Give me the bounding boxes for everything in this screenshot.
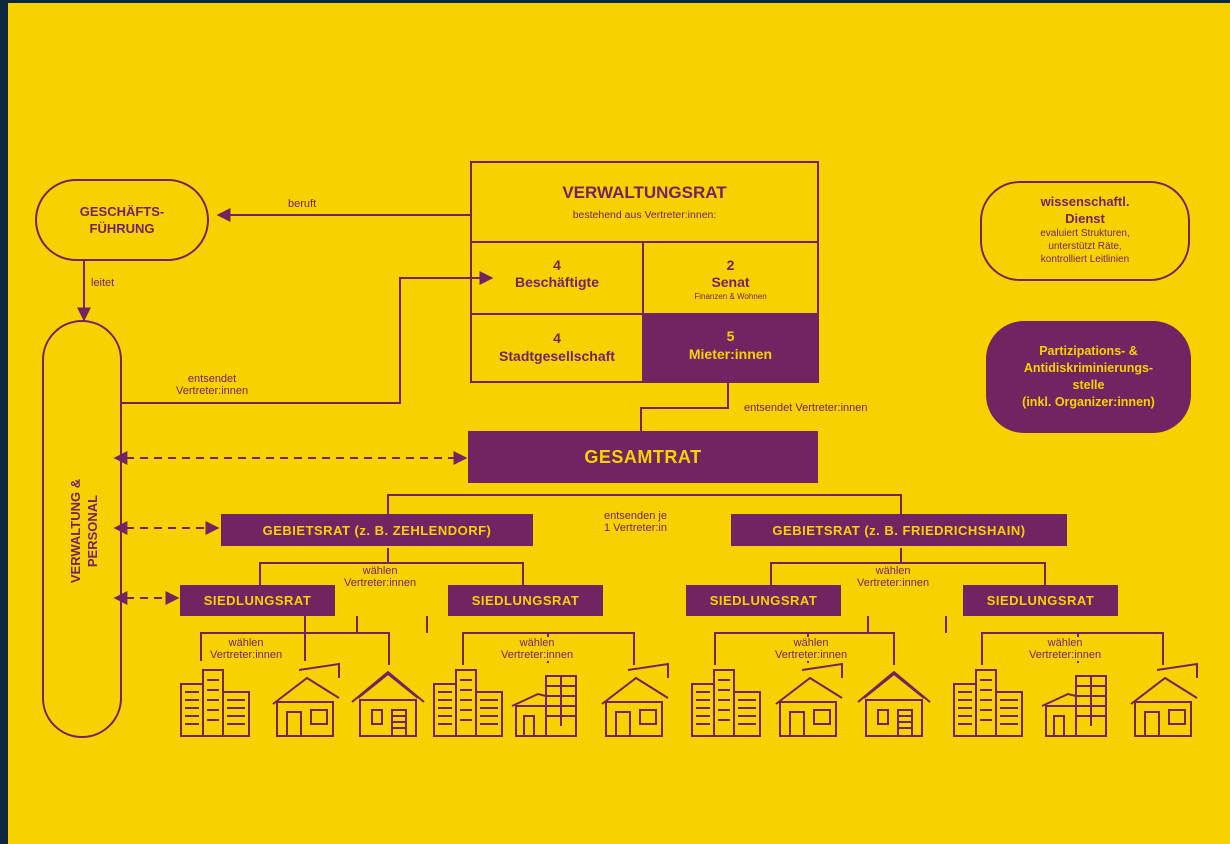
label-waehlen-gebiet-1-l2: Vertreter:innen: [344, 577, 417, 589]
label-leitet: leitet: [91, 277, 115, 289]
office-building-icon: [180, 669, 250, 737]
label-waehlen-siedlung-1-l1: wählen: [228, 637, 264, 649]
cell-mieter-label: Mieter:innen: [688, 346, 773, 362]
label-waehlen-siedlung-2-l2: Vertreter:innen: [501, 649, 574, 661]
cell-beschaeftigte-label: Beschäftigte: [514, 274, 600, 290]
label-waehlen-gebiet-1-l1: wählen: [362, 565, 398, 577]
apartment-block-icon: [511, 675, 577, 737]
label-entsenden-l1: entsenden je: [604, 510, 667, 522]
wissenschaft-title2: Dienst: [1065, 211, 1105, 226]
gebietsrat-friedrichshain: GEBIETSRAT (z. B. FRIEDRICHSHAIN): [731, 514, 1067, 546]
label-waehlen-gebiet-2-l2: Vertreter:innen: [857, 577, 930, 589]
cell-senat-label: Senat: [711, 274, 750, 290]
label-waehlen-gebiet-2: wählen Vertreter:innen: [857, 565, 930, 589]
cell-senat-sub: Finanzen & Wohnen: [694, 292, 767, 301]
cell-stadtgesellschaft-count: 4: [553, 330, 561, 346]
label-waehlen-gebiet-1: wählen Vertreter:innen: [344, 565, 417, 589]
line-mieter-gesamtrat: [640, 383, 729, 431]
house-icon: [775, 662, 843, 737]
label-waehlen-siedlung-3: wählen Vertreter:innen: [775, 637, 848, 661]
wissenschaft-title1: wissenschaftl.: [1040, 194, 1130, 209]
label-entsenden: entsenden je 1 Vertreter:in: [604, 510, 667, 534]
geschaeftsfuehrung-line2: FÜHRUNG: [89, 221, 155, 236]
arrow-entsendet: [122, 271, 494, 404]
verwaltungsrat-subtitle: bestehend aus Vertreter:innen:: [572, 209, 717, 221]
cell-beschaeftigte: 4 Beschäftigte: [472, 241, 644, 313]
house-icon: [601, 662, 669, 737]
label-waehlen-gebiet-2-l1: wählen: [875, 565, 911, 577]
label-waehlen-siedlung-4: wählen Vertreter:innen: [1029, 637, 1102, 661]
cell-mieter: 5 Mieter:innen: [644, 313, 817, 383]
diagram-canvas: GESCHÄFTS- FÜHRUNG VERWALTUNGSRAT besteh…: [8, 3, 1230, 844]
siedlungsrat-3: SIEDLUNGSRAT: [686, 585, 841, 616]
siedlungsrat-1: SIEDLUNGSRAT: [180, 585, 335, 616]
cell-senat: 2 Senat Finanzen & Wohnen: [644, 241, 817, 313]
partizipation-line1: Partizipations- &: [1039, 344, 1138, 358]
gable-house-icon: [351, 670, 425, 737]
cell-stadtgesellschaft: 4 Stadtgesellschaft: [472, 313, 644, 383]
verwaltungsrat-box: VERWALTUNGSRAT bestehend aus Vertreter:i…: [470, 161, 819, 383]
line-gesamtrat-gebietsrat: [387, 494, 902, 519]
label-entsendet-l1: entsendet: [187, 373, 237, 385]
gebietsrat-zehlendorf: GEBIETSRAT (z. B. ZEHLENDORF): [221, 514, 533, 546]
wissenschaft-desc2: unterstützt Räte,: [1048, 241, 1122, 252]
label-beruft: beruft: [288, 198, 317, 210]
connector-lines: [77, 208, 1164, 665]
gesamtrat-box: GESAMTRAT: [468, 431, 818, 483]
label-mieter-entsendet: entsendet Vertreter:innen: [744, 402, 868, 414]
label-waehlen-siedlung-4-l2: Vertreter:innen: [1029, 649, 1102, 661]
house-icon: [272, 662, 340, 737]
geschaeftsfuehrung-box: GESCHÄFTS- FÜHRUNG: [35, 179, 209, 261]
apartment-block-icon: [1041, 675, 1107, 737]
office-building-icon: [953, 669, 1023, 737]
buildings-row: [180, 662, 1198, 737]
partizipation-line2: Antidiskriminierungs-: [1023, 361, 1154, 375]
label-waehlen-siedlung-2-l1: wählen: [519, 637, 555, 649]
verwaltung-personal-box: VERWALTUNG & PERSONAL: [42, 320, 122, 738]
cell-mieter-count: 5: [726, 328, 735, 344]
label-entsendet-l2: Vertreter:innen: [176, 385, 249, 397]
label-waehlen-siedlung-1: wählen Vertreter:innen: [210, 637, 283, 661]
verwaltungsrat-title: VERWALTUNGSRAT: [562, 183, 727, 202]
cell-stadtgesellschaft-label: Stadtgesellschaft: [499, 348, 615, 364]
label-entsenden-l2: 1 Vertreter:in: [604, 522, 667, 534]
wissenschaft-desc1: evaluiert Strukturen,: [1040, 228, 1130, 239]
gable-house-icon: [857, 670, 931, 737]
wissenschaft-box: wissenschaftl. Dienst evaluiert Struktur…: [980, 181, 1190, 281]
cell-senat-count: 2: [726, 257, 735, 273]
siedlungsrat-4: SIEDLUNGSRAT: [963, 585, 1118, 616]
siedlungsrat-2: SIEDLUNGSRAT: [448, 585, 603, 616]
label-waehlen-siedlung-2: wählen Vertreter:innen: [501, 637, 574, 661]
cell-beschaeftigte-count: 4: [553, 257, 561, 273]
geschaeftsfuehrung-line1: GESCHÄFTS-: [79, 204, 165, 219]
label-entsendet: entsendet Vertreter:innen: [176, 373, 248, 397]
office-building-icon: [691, 669, 761, 737]
partizipation-box: Partizipations- & Antidiskriminierungs- …: [986, 321, 1191, 433]
house-icon: [1130, 662, 1198, 737]
wissenschaft-desc3: kontrolliert Leitlinien: [1040, 254, 1130, 265]
office-building-icon: [433, 669, 503, 737]
label-waehlen-siedlung-4-l1: wählen: [1047, 637, 1083, 649]
label-waehlen-siedlung-3-l2: Vertreter:innen: [775, 649, 848, 661]
partizipation-line3: stelle: [1072, 378, 1105, 392]
partizipation-line4: (inkl. Organizer:innen): [1022, 395, 1155, 409]
label-waehlen-siedlung-3-l1: wählen: [793, 637, 829, 649]
label-waehlen-siedlung-1-l2: Vertreter:innen: [210, 649, 283, 661]
